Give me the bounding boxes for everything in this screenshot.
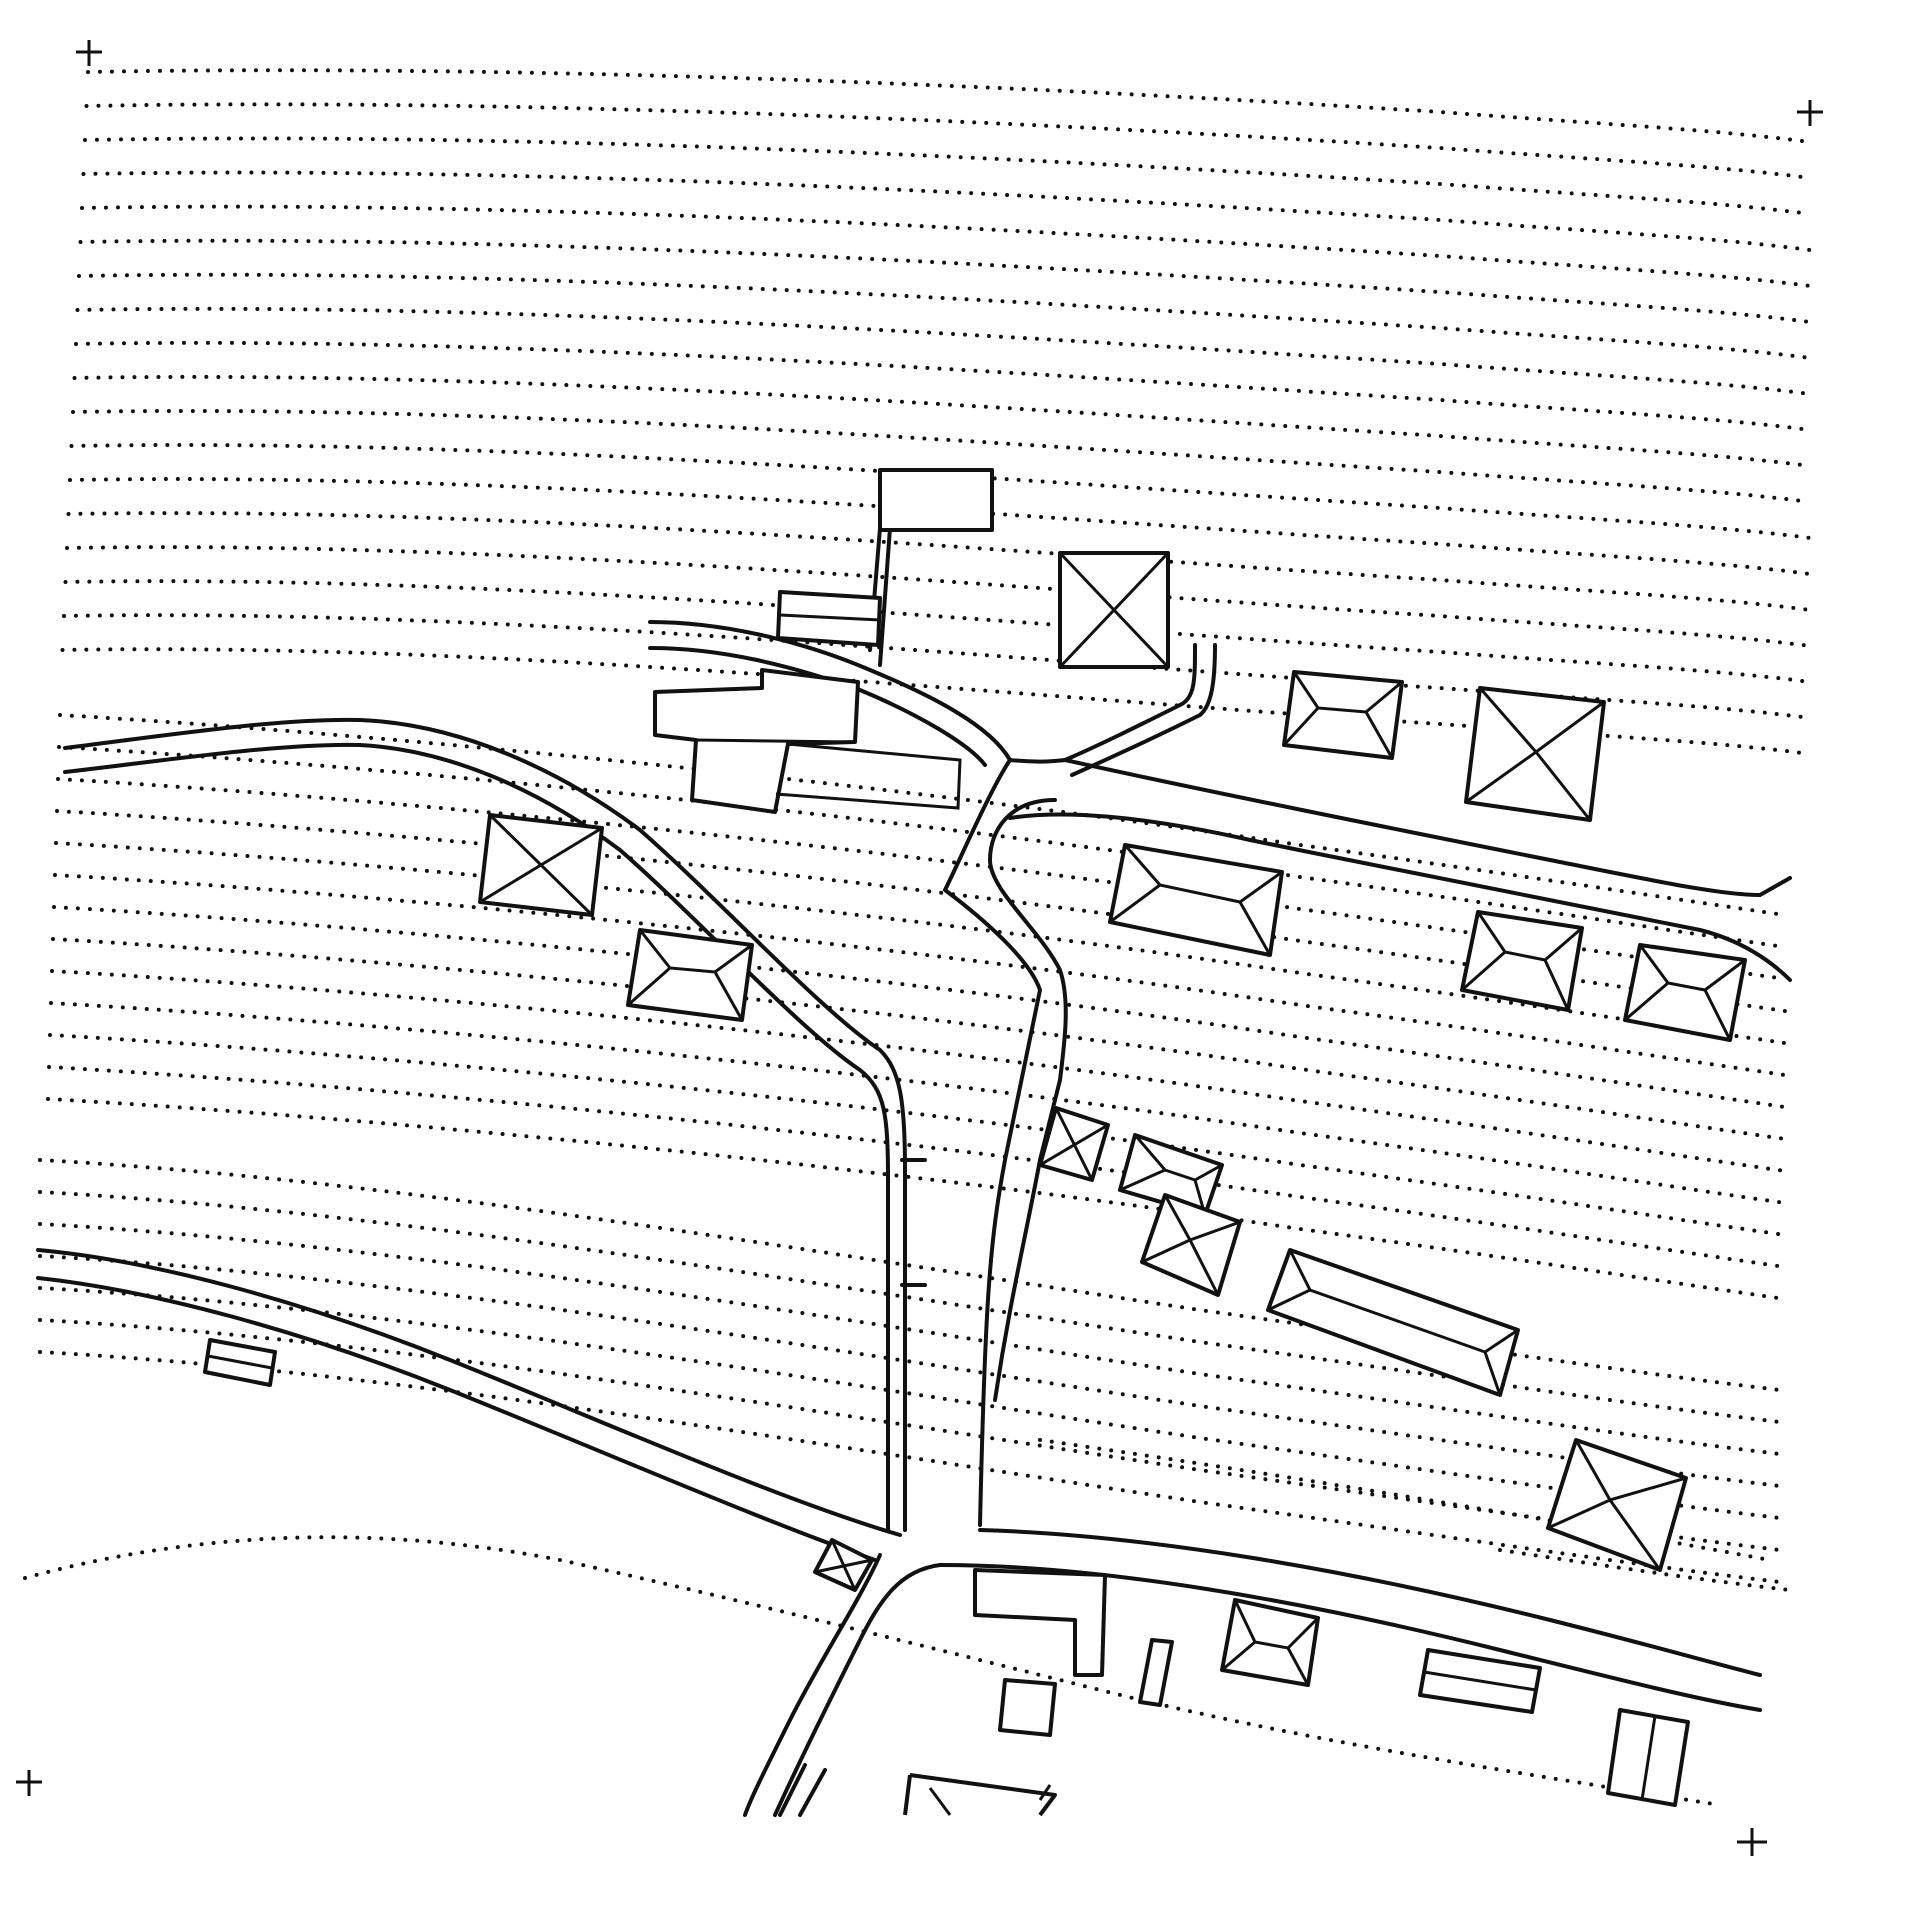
contour-line [56, 777, 1787, 981]
road-lower-left-edge-b [36, 1276, 877, 1562]
contour-line [80, 204, 1812, 288]
contour-line [68, 477, 1812, 576]
contour-line [38, 1190, 1782, 1424]
contour-line [23, 1535, 1722, 1807]
contour-line [38, 1222, 1782, 1456]
highlighted-building [878, 468, 994, 532]
contour-line [38, 1350, 1782, 1584]
building-hip-roof-long-center [1266, 1248, 1520, 1397]
contour-line [65, 545, 1812, 648]
road-north-branch-b [648, 646, 987, 767]
contour-line [50, 969, 1787, 1173]
road-northeast-spur-a [1063, 643, 1197, 762]
contour-line [83, 136, 1812, 216]
contour-line [46, 1097, 1787, 1301]
building-cross-roof-north [1058, 551, 1170, 669]
registration-marks [16, 40, 1823, 1856]
building-cross-roof-center [1038, 1106, 1110, 1182]
road-east-upper-edge-b [1008, 812, 1792, 982]
contour-line [54, 841, 1787, 1045]
road-upper-left-edge-a [63, 717, 907, 1532]
contour-line [57, 745, 1787, 949]
contour-line [51, 937, 1787, 1141]
contour-line [38, 1254, 1782, 1488]
building-hip-roof-east-1 [1460, 910, 1584, 1012]
contour-line [72, 374, 1812, 468]
contour-line [74, 340, 1812, 432]
contour-line [69, 443, 1812, 540]
building-cross-roof-west [478, 813, 604, 917]
road-southwest-leg-a [743, 1553, 882, 1817]
roads [36, 526, 1792, 1817]
building-flat-south-row [778, 1568, 1690, 1817]
building-hip-roof-south [1220, 1598, 1320, 1687]
registration-mark-top-right [1797, 100, 1823, 126]
contour-line [81, 170, 1812, 252]
road-northeast-spur-b [1070, 643, 1217, 777]
building-flat-west-block [653, 668, 962, 814]
building-cross-roof-southwest [813, 1538, 874, 1592]
road-lower-left-edge-a [36, 1248, 902, 1537]
contour-line [66, 511, 1812, 612]
contour-line [86, 68, 1812, 144]
road-upper-left-edge-b [63, 742, 890, 1532]
building-pyramid-roof-southeast [1546, 1438, 1688, 1572]
contour-line [71, 408, 1812, 504]
contour-line [75, 306, 1812, 396]
registration-mark-bottom-left [16, 1770, 42, 1796]
contour-line [48, 1033, 1787, 1237]
building-hip-roof-east-2 [1623, 943, 1747, 1042]
road-east-upper-edge-a [1063, 758, 1792, 897]
building-hip-roof-northeast-1 [1282, 670, 1404, 760]
contour-line [55, 809, 1787, 1013]
contour-line [49, 1001, 1787, 1205]
road-south-edge-a [978, 1528, 1762, 1677]
contour-line [84, 102, 1812, 180]
contour-line [38, 1286, 1782, 1520]
building-pyramid-roof-northeast-2 [1464, 686, 1606, 822]
building-hip-roof-west-2 [626, 928, 754, 1022]
contour-line [77, 272, 1812, 360]
road-north-branch-a [648, 620, 1012, 762]
building-flat-small-west [203, 1338, 277, 1387]
buildings [203, 551, 1747, 1817]
road-central-inner-edge [988, 798, 1068, 1402]
building-hip-roof-center-pair [1118, 1133, 1242, 1297]
contour-line [38, 1318, 1782, 1552]
road-central-east-edge [1008, 758, 1067, 764]
contour-line [47, 1065, 1787, 1269]
registration-mark-top-left [76, 40, 102, 66]
building-hip-roof-long-east [1108, 843, 1284, 957]
road-central-west-edge [943, 758, 1042, 1527]
contour-line [63, 579, 1812, 684]
road-southwest-leg-b [773, 1563, 942, 1817]
road-footpath-stub [900, 1158, 927, 1287]
contour-line [78, 238, 1812, 324]
contour-line [52, 905, 1787, 1109]
registration-mark-bottom-right [1737, 1828, 1767, 1856]
contour-line [53, 873, 1787, 1077]
building-flat-north-annex [776, 590, 882, 647]
contour-line [38, 1158, 1782, 1392]
